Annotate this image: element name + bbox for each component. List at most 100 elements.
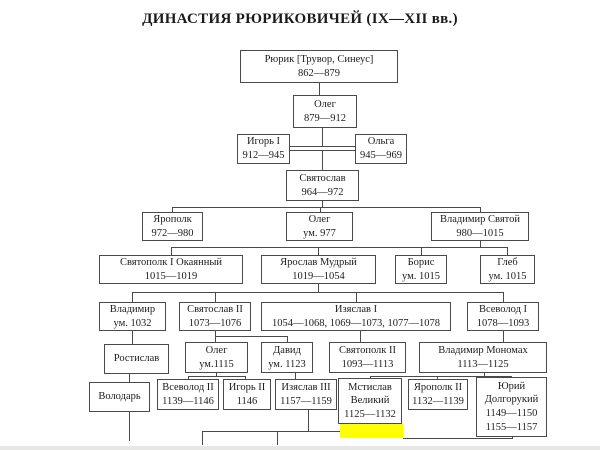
person-name: Святополк I Окаянный bbox=[119, 256, 223, 268]
person-name: Мстислав bbox=[348, 381, 392, 393]
connector-line bbox=[188, 376, 189, 379]
connector-line bbox=[215, 336, 287, 337]
person-box-svyatoslav-ii: Святослав II 1073—1076 bbox=[179, 302, 251, 331]
person-box-vladimir-svyatoy: Владимир Святой 980—1015 bbox=[431, 212, 529, 241]
connector-line bbox=[188, 376, 245, 377]
connector-line bbox=[172, 207, 480, 208]
connector-line bbox=[132, 292, 503, 293]
connector-line bbox=[322, 150, 323, 170]
person-name: Игорь II bbox=[228, 381, 266, 393]
person-box-vsevolod-ii: Всеволод II 1139—1146 bbox=[157, 379, 219, 410]
connector-line bbox=[421, 247, 422, 255]
person-years: 1015—1019 bbox=[144, 270, 198, 282]
connector-line bbox=[129, 374, 130, 382]
person-years: 980—1015 bbox=[456, 227, 504, 239]
connector-line bbox=[503, 292, 504, 302]
connector-line bbox=[322, 128, 323, 146]
connector-line bbox=[308, 410, 309, 431]
person-box-yuri-dolgoruky: Юрий Долгорукий 1149—1150 1155—1157 bbox=[476, 377, 547, 437]
person-box-svyatoslav: Святослав 964—972 bbox=[286, 170, 359, 201]
person-name: Святослав II bbox=[187, 303, 243, 315]
person-box-izyaslav-iii: Изяслав III 1157—1159 bbox=[275, 379, 337, 410]
person-years: 964—972 bbox=[301, 186, 344, 198]
connector-line bbox=[356, 292, 357, 302]
person-years: ум. 1032 bbox=[113, 317, 152, 329]
person-name: Изяслав I bbox=[334, 303, 378, 315]
person-box-vladimir-monomakh: Владимир Мономах 1113—1125 bbox=[419, 342, 547, 373]
person-name: Великий bbox=[350, 395, 390, 407]
connector-line bbox=[503, 331, 504, 342]
connector-line bbox=[370, 376, 371, 378]
person-years: 1139—1146 bbox=[162, 395, 214, 407]
person-name: Владимир Святой bbox=[440, 213, 520, 225]
connector-line bbox=[320, 207, 321, 212]
person-name: Игорь I bbox=[246, 136, 281, 148]
connector-line bbox=[216, 373, 217, 376]
person-name: Олег bbox=[308, 213, 331, 225]
person-name: Олег bbox=[314, 98, 336, 110]
person-name: Всеволод II bbox=[162, 381, 214, 393]
person-years: 1054—1068, 1069—1073, 1077—1078 bbox=[272, 317, 440, 329]
page-title: ДИНАСТИЯ РЮРИКОВИЧЕЙ (IX—XII вв.) bbox=[142, 11, 458, 27]
person-years: 972—980 bbox=[151, 227, 194, 239]
connector-line bbox=[480, 207, 481, 212]
person-years: 1078—1093 bbox=[476, 317, 530, 329]
person-box-oleg-d1115: Олег ум.1115 bbox=[185, 342, 248, 373]
person-name: Юрий bbox=[497, 380, 526, 392]
connector-line bbox=[245, 376, 246, 379]
person-years: ум. 1015 bbox=[488, 270, 527, 282]
connector-line bbox=[437, 376, 438, 379]
person-years: 912—945 bbox=[242, 150, 285, 161]
connector-line bbox=[172, 207, 173, 212]
person-years: 1157—1159 bbox=[280, 395, 332, 407]
person-name: Борис bbox=[407, 256, 435, 268]
person-name: Рюрик [Трувор, Синеус] bbox=[264, 53, 374, 65]
connector-line bbox=[171, 247, 172, 255]
person-years: 1093—1113 bbox=[341, 358, 394, 370]
person-years: 1019—1054 bbox=[292, 270, 345, 282]
person-box-igor-ii: Игорь II 1146 bbox=[223, 379, 271, 410]
person-years: 945—969 bbox=[360, 150, 402, 161]
connector-line bbox=[295, 373, 296, 379]
person-box-igor-i: Игорь I 912—945 bbox=[237, 134, 290, 164]
person-box-vladimir-d1032: Владимир ум. 1032 bbox=[99, 302, 166, 331]
person-box-mstislav-veliky: Мстислав Великий 1125—1132 bbox=[338, 378, 402, 424]
marriage-line bbox=[290, 146, 355, 147]
person-name: Святополк II bbox=[338, 344, 397, 356]
person-years: 1146 bbox=[236, 395, 258, 407]
connector-line bbox=[171, 247, 507, 248]
person-box-oleg-d977: Олег ум. 977 bbox=[286, 212, 353, 241]
person-box-yaropolk: Ярополк 972—980 bbox=[142, 212, 203, 241]
person-years: 1073—1076 bbox=[188, 317, 242, 329]
person-box-oleg: Олег 879—912 bbox=[293, 95, 357, 128]
person-box-david: Давид ум. 1123 bbox=[261, 342, 313, 373]
person-box-rurik: Рюрик [Трувор, Синеус] 862—879 bbox=[240, 50, 398, 83]
connector-line bbox=[318, 284, 319, 292]
person-years: ум. 977 bbox=[303, 227, 336, 239]
person-years: 1149—1150 bbox=[485, 408, 538, 419]
person-name: Володарь bbox=[98, 391, 141, 403]
connector-line bbox=[129, 412, 130, 441]
person-years: 1155—1157 bbox=[485, 421, 538, 433]
person-box-yaropolk-ii: Ярополк II 1132—1139 bbox=[408, 379, 468, 410]
person-name: Ярополк bbox=[153, 213, 192, 225]
person-years: 1113—1125 bbox=[457, 358, 509, 370]
person-box-rostislav: Ростислав bbox=[104, 344, 169, 374]
person-box-yaroslav-mudry: Ярослав Мудрый 1019—1054 bbox=[261, 255, 376, 284]
connector-line bbox=[202, 431, 341, 432]
person-box-volodar: Володарь bbox=[89, 382, 150, 412]
person-years: ум.1115 bbox=[199, 358, 234, 370]
connector-line bbox=[484, 373, 485, 376]
person-name: Ростислав bbox=[113, 353, 160, 365]
person-years: 862—879 bbox=[298, 67, 340, 79]
connector-line bbox=[507, 247, 508, 255]
connector-line bbox=[202, 431, 203, 445]
connector-line bbox=[287, 336, 288, 342]
person-box-olga: Ольга 945—969 bbox=[355, 134, 407, 164]
person-name: Давид bbox=[273, 344, 301, 356]
connector-line bbox=[403, 438, 513, 439]
highlight-marker bbox=[340, 424, 403, 438]
person-box-boris: Борис ум. 1015 bbox=[395, 255, 447, 284]
person-years: 1125—1132 bbox=[344, 408, 396, 420]
